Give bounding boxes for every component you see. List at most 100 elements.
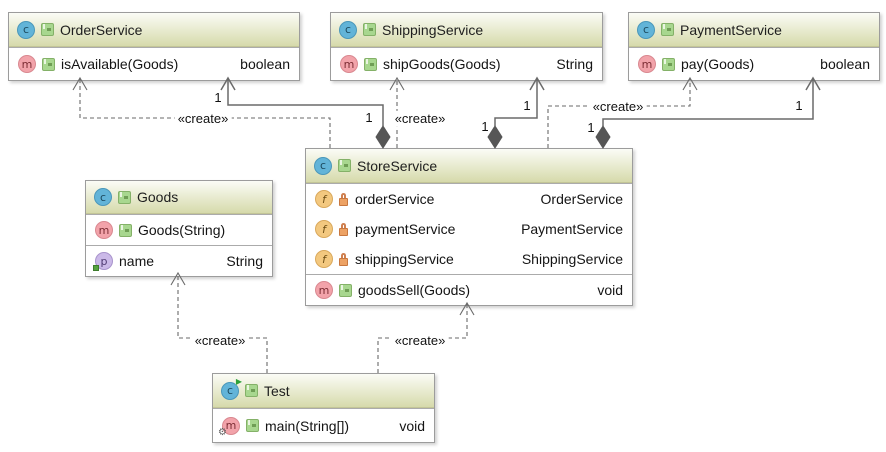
class-header[interactable]: c StoreService — [306, 149, 632, 183]
member-name: isAvailable(Goods) — [61, 56, 179, 72]
member-type: String — [226, 253, 263, 269]
member-name: pay(Goods) — [681, 56, 755, 72]
public-visibility-icon — [245, 384, 258, 397]
member-row-shipgoods-goods-[interactable]: m shipGoods(Goods) String — [331, 48, 602, 80]
member-type: OrderService — [540, 191, 623, 207]
public-visibility-icon — [118, 190, 131, 204]
class-header[interactable]: c Goods — [86, 181, 272, 214]
class-node-storeservice[interactable]: c StoreService f orderService OrderService f p… — [305, 148, 633, 306]
arrowhead — [805, 76, 821, 91]
public-visibility-icon — [661, 23, 674, 36]
member-row-orderservice[interactable]: f orderService OrderService — [306, 184, 632, 214]
member-type: boolean — [240, 56, 290, 72]
public-visibility-icon — [119, 223, 132, 237]
class-node-paymentservice[interactable]: c PaymentService m pay(Goods) boolean — [628, 12, 880, 81]
create-stereotype-label: «create» — [391, 332, 449, 350]
multiplicity-label: 1 — [481, 118, 489, 134]
class-title: Goods — [137, 189, 179, 205]
edge-composition-store-paymentservice[interactable] — [595, 76, 821, 149]
member-name: Goods(String) — [138, 222, 226, 238]
class-title: PaymentService — [680, 21, 782, 38]
member-name: shipGoods(Goods) — [383, 56, 501, 72]
class-title: Test — [264, 382, 290, 399]
create-stereotype-label: «create» — [391, 110, 449, 128]
arrowhead — [220, 76, 236, 91]
member-name: paymentService — [355, 221, 456, 237]
arrowhead — [529, 76, 545, 91]
class-node-test[interactable]: c Test m main(String[]) void — [212, 373, 435, 443]
member-row-goodssell-goods-[interactable]: m goodsSell(Goods) void — [306, 275, 632, 305]
composition-diamond — [595, 125, 611, 149]
member-section: m shipGoods(Goods) String — [331, 47, 602, 80]
public-visibility-icon — [363, 23, 376, 36]
edge-create-test-goods[interactable] — [170, 271, 268, 373]
create-stereotype-label: «create» — [589, 98, 647, 116]
member-type: PaymentService — [521, 221, 623, 237]
member-row-goods-string-[interactable]: m Goods(String) — [86, 215, 272, 245]
member-type: ShippingService — [521, 251, 623, 267]
edge-composition-store-shippingservice[interactable] — [487, 76, 545, 149]
member-section: m pay(Goods) boolean — [629, 47, 879, 80]
class-title: StoreService — [357, 157, 438, 174]
method-icon-main: m — [218, 416, 240, 438]
member-row-main-string-[interactable]: m main(String[]) void — [213, 409, 434, 442]
member-name: orderService — [355, 191, 435, 207]
public-visibility-icon — [662, 57, 675, 71]
field-icon: f — [315, 220, 333, 238]
class-icon: c — [17, 20, 35, 39]
arrowhead — [170, 271, 186, 286]
arrowhead — [459, 301, 475, 316]
class-title: ShippingService — [382, 21, 484, 38]
prop-icon: p — [93, 252, 113, 271]
multiplicity-label: 1 — [795, 97, 803, 113]
multiplicity-label: 1 — [587, 119, 595, 135]
field-icon: f — [315, 190, 333, 208]
runnable-class-icon: c — [221, 378, 242, 400]
class-header[interactable]: c ShippingService — [331, 13, 602, 47]
class-header[interactable]: c PaymentService — [629, 13, 879, 47]
method-icon: m — [95, 221, 113, 239]
member-type: String — [556, 56, 593, 72]
class-icon: c — [314, 156, 332, 175]
member-section: f orderService OrderService f paymentService… — [306, 183, 632, 274]
multiplicity-label: 1 — [365, 109, 373, 125]
multiplicity-label: 1 — [523, 97, 531, 113]
class-icon: c — [94, 188, 112, 206]
method-icon: m — [638, 55, 656, 73]
member-type: void — [399, 417, 425, 434]
private-lock-icon — [339, 252, 349, 266]
arrowhead — [682, 76, 698, 91]
edge-composition-store-orderservice[interactable] — [220, 76, 391, 149]
method-icon: m — [315, 281, 333, 299]
member-section: m Goods(String) — [86, 214, 272, 245]
member-name: goodsSell(Goods) — [358, 282, 471, 298]
method-icon: m — [340, 55, 358, 73]
member-section: m goodsSell(Goods) void — [306, 274, 632, 305]
member-name: main(String[]) — [265, 417, 350, 434]
member-type: void — [597, 282, 623, 298]
create-stereotype-label: «create» — [191, 332, 249, 350]
class-icon: c — [339, 20, 357, 39]
member-row-pay-goods-[interactable]: m pay(Goods) boolean — [629, 48, 879, 80]
multiplicity-label: 1 — [214, 89, 222, 105]
public-visibility-icon — [339, 283, 352, 297]
class-icon: c — [637, 20, 655, 39]
private-lock-icon — [339, 192, 349, 206]
arrowhead — [72, 76, 88, 91]
public-visibility-icon — [246, 419, 259, 432]
public-visibility-icon — [42, 57, 55, 71]
member-type: boolean — [820, 56, 870, 72]
public-visibility-icon — [41, 23, 54, 36]
member-row-paymentservice[interactable]: f paymentService PaymentService — [306, 214, 632, 244]
class-node-shippingservice[interactable]: c ShippingService m shipGoods(Goods) String — [330, 12, 603, 81]
member-name: shippingService — [355, 251, 454, 267]
class-header[interactable]: c Test — [213, 374, 434, 408]
